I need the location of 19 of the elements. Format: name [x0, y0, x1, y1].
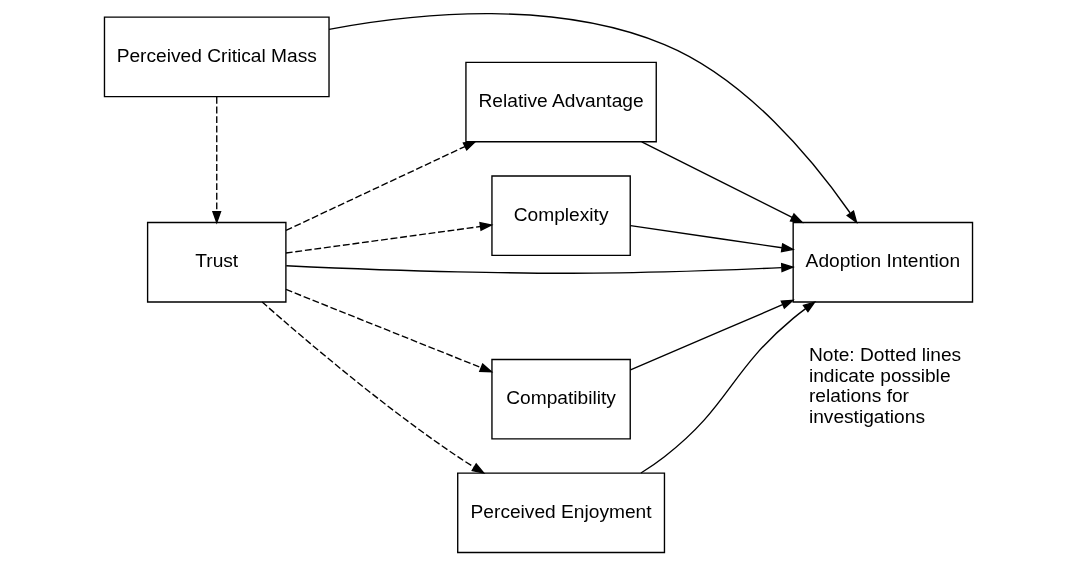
arrow: [261, 301, 486, 474]
node-box: Perceived Enjoyment: [457, 472, 666, 554]
node-box: Adoption Intention: [792, 221, 974, 303]
node-box: Perceived Critical Mass: [103, 16, 330, 98]
arrow: [285, 221, 494, 254]
node-box: Trust: [146, 221, 287, 303]
arrow: [328, 13, 858, 225]
node-box: Relative Advantage: [465, 61, 657, 143]
arrow: [629, 299, 795, 371]
arrow: [211, 96, 222, 225]
node-box: Compatibility: [491, 358, 631, 440]
arrow: [285, 262, 795, 274]
node-box: Complexity: [491, 175, 631, 257]
arrow: [629, 224, 795, 253]
arrow: [285, 288, 494, 373]
arrow: [641, 141, 804, 224]
arrow: [285, 140, 477, 232]
label: Note: Dotted lines indicate possible relations for investigations: [808, 344, 962, 427]
arrow: [640, 300, 817, 474]
